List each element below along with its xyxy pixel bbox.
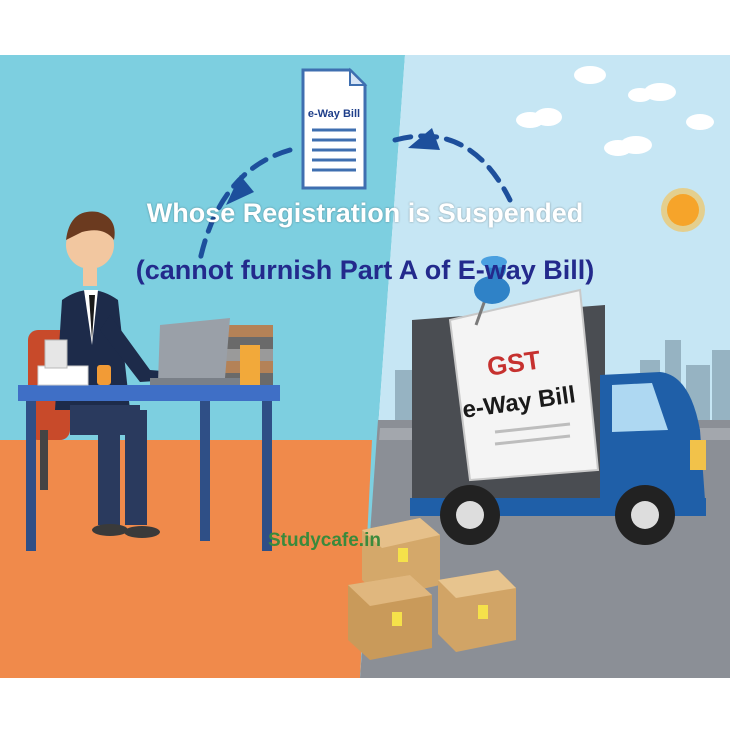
- dashed-arrow-icon: [197, 133, 513, 263]
- sign-gst-label: GST: [485, 344, 542, 381]
- watermark: Studycafe.in: [268, 530, 381, 551]
- headline-line-2: (cannot furnish Part A of E-way Bill): [135, 255, 595, 285]
- pushpin-icon: [474, 256, 510, 326]
- laptop-icon: [150, 318, 240, 385]
- cloud-icon: [516, 66, 714, 156]
- box-icon: [348, 518, 516, 660]
- desk: [18, 325, 280, 551]
- document-label: e-Way Bill: [308, 108, 360, 120]
- sun-icon: [661, 188, 705, 232]
- document-icon: e-Way Bill: [301, 67, 368, 190]
- headline-line-1: Whose Registration is Suspended: [146, 198, 584, 228]
- gst-eway-bill-sign: GST e-Way Bill: [448, 288, 600, 482]
